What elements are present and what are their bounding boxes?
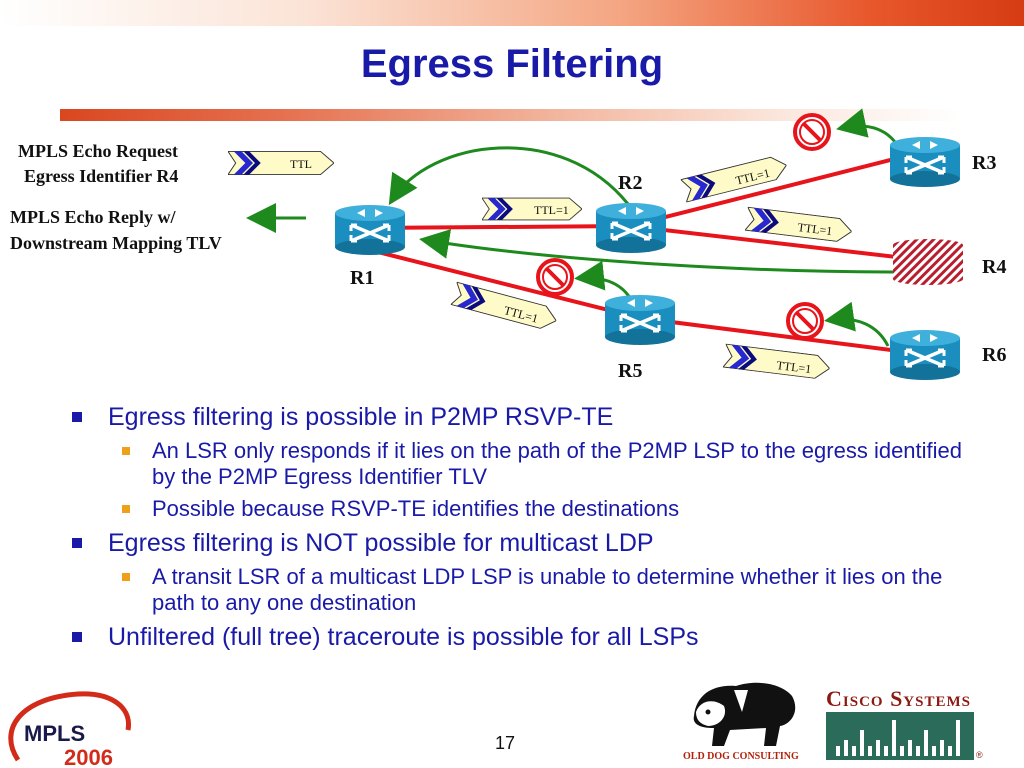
- bullet-level2: Possible because RSVP-TE identifies the …: [70, 496, 970, 522]
- router-label-r6: R6: [982, 344, 1007, 366]
- reply-arrow-r4-r1: [419, 229, 896, 274]
- bullet-square-icon: [72, 412, 82, 422]
- old-dog-caption: OLD DOG CONSULTING: [683, 751, 799, 762]
- svg-text:MPLS: MPLS: [24, 721, 85, 746]
- link-r5-r6: [639, 316, 923, 356]
- bullet-level1: Unfiltered (full tree) traceroute is pos…: [70, 622, 970, 652]
- old-dog-logo: [693, 682, 796, 746]
- bullet-level2: An LSR only responds if it lies on the p…: [70, 438, 970, 490]
- lsp-links: [369, 150, 923, 356]
- reply-arrow-r5-blocked: [574, 260, 632, 299]
- router-r1-icon: [335, 205, 405, 255]
- router-label-r1: R1: [350, 267, 375, 289]
- router-label-r5: R5: [618, 360, 643, 382]
- link-r1-r5: [369, 248, 641, 320]
- link-r1-r2: [369, 224, 631, 230]
- router-r5-icon: [605, 295, 675, 345]
- packet-label-r2-r4: TTL=1: [797, 220, 833, 238]
- bullet-square-icon: [122, 447, 130, 455]
- bullet-text: Unfiltered (full tree) traceroute is pos…: [108, 623, 699, 651]
- bullet-text: An LSR only responds if it lies on the p…: [152, 438, 963, 489]
- router-label-r2: R2: [618, 172, 643, 194]
- bullet-level1: Egress filtering is NOT possible for mul…: [70, 528, 970, 558]
- router-r2-icon: [596, 203, 666, 253]
- router-r3-icon: [890, 137, 960, 187]
- bullet-square-icon: [72, 632, 82, 642]
- router-label-r4: R4: [982, 256, 1007, 278]
- packet-label-r5-r6: TTL=1: [776, 358, 812, 376]
- blocked-sign-r6: [786, 302, 824, 340]
- slide-title: Egress Filtering: [360, 42, 664, 86]
- link-r2-r3: [629, 150, 923, 228]
- bullet-square-icon: [122, 505, 130, 513]
- bullet-level1: Egress filtering is possible in P2MP RSV…: [70, 402, 970, 432]
- router-label-r3: R3: [972, 152, 997, 174]
- reply-arrows: [246, 108, 902, 347]
- blocked-sign-r5: [536, 258, 574, 296]
- svg-text:®: ®: [976, 750, 983, 760]
- packet-label-r1-r2: TTL=1: [534, 203, 569, 217]
- bullet-text: Egress filtering is NOT possible for mul…: [108, 529, 654, 557]
- link-r2-r4: [629, 224, 923, 262]
- legend-reply-line2: Downstream Mapping TLV: [10, 233, 222, 253]
- router-r6-icon: [890, 330, 960, 380]
- bullet-list: Egress filtering is possible in P2MP RSV…: [70, 402, 970, 658]
- bullet-text: Egress filtering is possible in P2MP RSV…: [108, 403, 614, 431]
- legend-request-line1: MPLS Echo Request: [18, 141, 179, 161]
- page-number: 17: [495, 733, 516, 753]
- bullet-text: A transit LSR of a multicast LDP LSP is …: [152, 564, 943, 615]
- reply-arrow-r2-r1: [388, 146, 630, 206]
- bullet-square-icon: [72, 538, 82, 548]
- cisco-bridge-logo: ®: [826, 712, 983, 760]
- legend-request-line2: Egress Identifier R4: [24, 166, 179, 186]
- blocked-sign-r3: [793, 113, 831, 151]
- legend-packet-label: TTL: [290, 157, 312, 171]
- mpls-2006-logo: MPLS 2006: [8, 691, 131, 768]
- bullet-text: Possible because RSVP-TE identifies the …: [152, 496, 680, 521]
- svg-text:2006: 2006: [64, 745, 113, 768]
- router-r4-icon: [893, 239, 963, 285]
- top-gradient-bar: [0, 0, 1024, 26]
- legend-reply-line1: MPLS Echo Reply w/: [10, 207, 176, 227]
- legend-request-packet: [228, 151, 334, 175]
- cisco-systems-wordmark: Cisco Systems: [826, 686, 971, 711]
- bullet-square-icon: [122, 573, 130, 581]
- title-underline: [60, 109, 960, 121]
- reply-arrow-r6-blocked: [824, 301, 890, 347]
- bullet-level2: A transit LSR of a multicast LDP LSP is …: [70, 564, 970, 616]
